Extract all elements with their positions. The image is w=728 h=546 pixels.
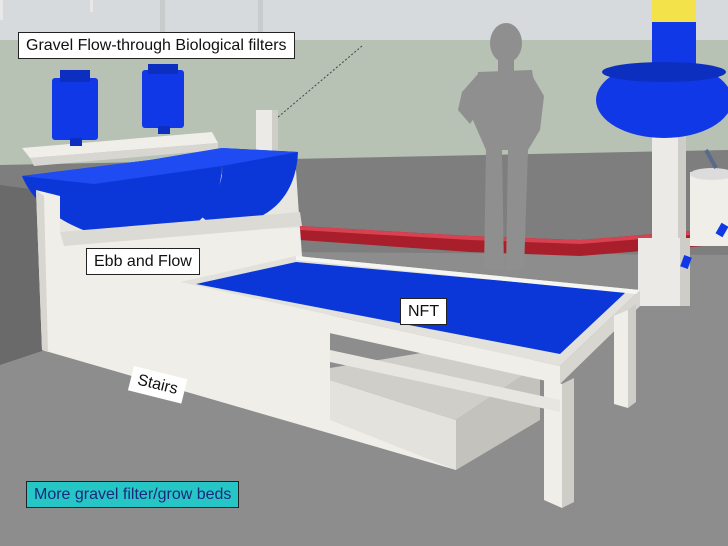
filter-tank <box>52 78 98 140</box>
nft-label: NFT <box>400 298 448 325</box>
nft-crossbar <box>330 350 560 412</box>
nft-leg-side <box>562 378 574 508</box>
tower-post-shade <box>678 130 686 260</box>
tower-yellow <box>652 0 696 22</box>
nft-rim-front <box>180 282 560 384</box>
filter-tank-top <box>60 70 90 82</box>
stairs-lower-front <box>330 380 456 470</box>
overhead-post <box>160 0 165 42</box>
stand-side <box>36 190 48 352</box>
tower-base-shade <box>680 238 690 306</box>
overhead-post <box>258 0 263 42</box>
overhead-post <box>0 0 3 20</box>
ebb-and-flow-label: Ebb and Flow <box>86 248 200 275</box>
red-pipe-highlight <box>300 226 728 244</box>
stairs-lower-side <box>456 364 540 470</box>
left-wall <box>0 185 45 365</box>
human-figure <box>458 23 544 270</box>
ebb-flow-trough-2 <box>150 148 298 226</box>
nft-leg <box>614 310 628 408</box>
right-cabinet-top <box>690 168 728 180</box>
right-blue-fitting <box>715 222 728 238</box>
tower-tank <box>596 62 728 138</box>
tower-blue <box>652 22 696 67</box>
back-shelf-side <box>30 143 218 166</box>
ebb-flow-trough-rim <box>22 160 222 184</box>
nft-leg-side <box>628 304 636 408</box>
overhead-post <box>90 0 93 12</box>
more-gravel-label: More gravel filter/grow beds <box>26 481 240 508</box>
stand-shelf <box>60 212 302 246</box>
right-valve <box>704 149 718 169</box>
ebb-flow-trough-rim-2 <box>150 148 298 166</box>
back-shelf <box>22 132 218 158</box>
filter-tank-top <box>148 64 178 74</box>
right-blue-fitting <box>680 254 692 270</box>
filter-tank <box>142 70 184 128</box>
tower-tank-top <box>602 62 726 82</box>
leader-line <box>276 45 363 119</box>
filter-tank-outlet <box>70 138 82 146</box>
gravel-filters-label: Gravel Flow-through Biological filters <box>18 32 295 59</box>
filter-tank-outlet <box>158 126 170 134</box>
nft-rim-back <box>296 256 640 294</box>
